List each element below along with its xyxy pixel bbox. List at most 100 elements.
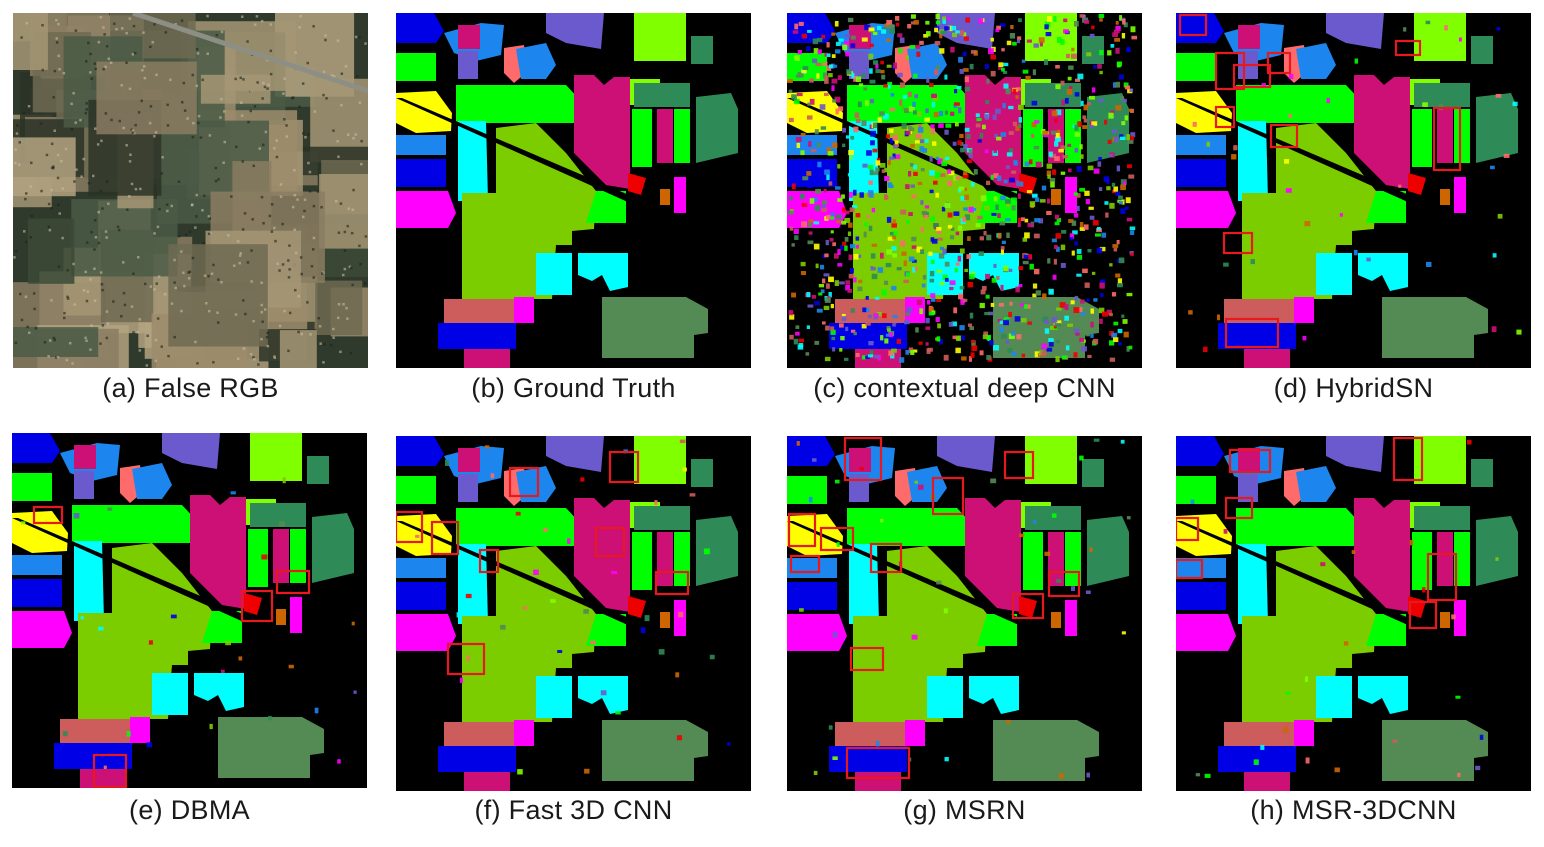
class-region — [202, 611, 242, 643]
noise-pixel — [1024, 232, 1030, 239]
noise-pixel — [800, 132, 806, 136]
texture-pixel — [260, 310, 263, 314]
class-region — [536, 676, 572, 718]
noise-pixel — [868, 341, 874, 346]
class-region — [628, 173, 646, 195]
noise-pixel — [1048, 338, 1054, 342]
noise-pixel — [1055, 320, 1062, 324]
texture-pixel — [118, 119, 121, 123]
texture-pixel — [20, 36, 23, 39]
texture-pixel — [137, 256, 140, 259]
noise-pixel — [989, 340, 994, 346]
highlight-box — [430, 520, 460, 556]
texture-pixel — [186, 117, 189, 120]
noise-pixel — [654, 500, 658, 505]
noise-pixel — [807, 115, 813, 120]
texture-pixel — [288, 311, 292, 315]
noise-pixel — [1223, 529, 1228, 534]
texture-pixel — [219, 116, 222, 119]
texture-pixel — [56, 153, 60, 157]
texture-pixel — [195, 84, 198, 88]
texture-pixel — [266, 87, 269, 90]
noise-pixel — [1115, 81, 1121, 88]
noise-pixel — [925, 317, 930, 324]
panel-dbma: (e) DBMA — [12, 433, 367, 825]
noise-pixel — [1118, 257, 1125, 264]
noise-pixel — [919, 265, 924, 271]
noise-pixel — [831, 64, 838, 68]
noise-pixel — [875, 63, 879, 69]
noise-pixel — [986, 180, 991, 186]
noise-pixel — [1015, 95, 1019, 99]
texture-pixel — [351, 208, 354, 211]
class-region — [1176, 614, 1236, 651]
noise-pixel — [930, 293, 936, 298]
class-region — [1296, 43, 1336, 79]
noise-pixel — [1005, 719, 1011, 724]
noise-pixel — [892, 219, 896, 224]
noise-pixel — [861, 120, 867, 127]
noise-pixel — [1010, 25, 1014, 30]
noise-pixel — [792, 30, 799, 34]
texture-pixel — [25, 21, 29, 25]
noise-pixel — [859, 467, 864, 471]
noise-pixel — [1031, 133, 1035, 138]
noise-pixel — [268, 715, 272, 721]
noise-pixel — [1002, 102, 1006, 109]
texture-pixel — [30, 161, 33, 165]
noise-pixel — [869, 79, 876, 84]
noise-pixel — [919, 308, 923, 315]
texture-pixel — [103, 33, 106, 36]
texture-pixel — [294, 51, 297, 54]
texture-pixel — [173, 281, 176, 284]
texture-pixel — [155, 73, 158, 77]
noise-pixel — [944, 261, 950, 267]
texture-pixel — [273, 226, 276, 230]
texture-pixel — [356, 75, 359, 78]
noise-pixel — [844, 245, 848, 251]
class-region — [516, 43, 556, 79]
noise-pixel — [898, 219, 905, 226]
noise-pixel — [1029, 263, 1034, 270]
noise-pixel — [899, 37, 905, 44]
texture-pixel — [274, 239, 277, 243]
texture-pixel — [15, 132, 19, 135]
noise-pixel — [969, 273, 975, 280]
noise-pixel — [1034, 218, 1040, 223]
noise-pixel — [873, 171, 879, 176]
noise-pixel — [848, 222, 853, 228]
noise-pixel — [969, 63, 974, 70]
noise-pixel — [1067, 76, 1072, 81]
noise-pixel — [1099, 282, 1105, 289]
noise-pixel — [820, 264, 825, 270]
texture-pixel — [281, 222, 284, 226]
noise-pixel — [866, 214, 870, 218]
noise-pixel — [875, 296, 880, 300]
noise-pixel — [997, 213, 1001, 219]
noise-pixel — [936, 269, 943, 273]
noise-pixel — [890, 93, 895, 97]
noise-pixel — [997, 232, 1002, 239]
noise-pixel — [871, 207, 876, 213]
noise-pixel — [1426, 261, 1432, 268]
noise-pixel — [1044, 319, 1049, 324]
texture-pixel — [294, 288, 297, 292]
texture-pixel — [252, 319, 255, 323]
noise-pixel — [934, 41, 941, 46]
noise-pixel — [787, 210, 794, 215]
texture-pixel — [222, 161, 225, 164]
texture-pixel — [85, 60, 88, 63]
noise-pixel — [903, 260, 907, 267]
noise-pixel — [905, 184, 910, 190]
texture-pixel — [255, 15, 259, 18]
class-region — [787, 582, 837, 610]
noise-pixel — [1111, 292, 1117, 297]
texture-pixel — [45, 153, 49, 157]
noise-pixel — [1343, 641, 1349, 646]
noise-pixel — [795, 325, 800, 329]
ground-truth-map — [396, 13, 751, 368]
noise-pixel — [1060, 39, 1065, 45]
texture-pixel — [304, 136, 307, 139]
texture-pixel — [50, 299, 53, 302]
noise-pixel — [1056, 217, 1062, 223]
